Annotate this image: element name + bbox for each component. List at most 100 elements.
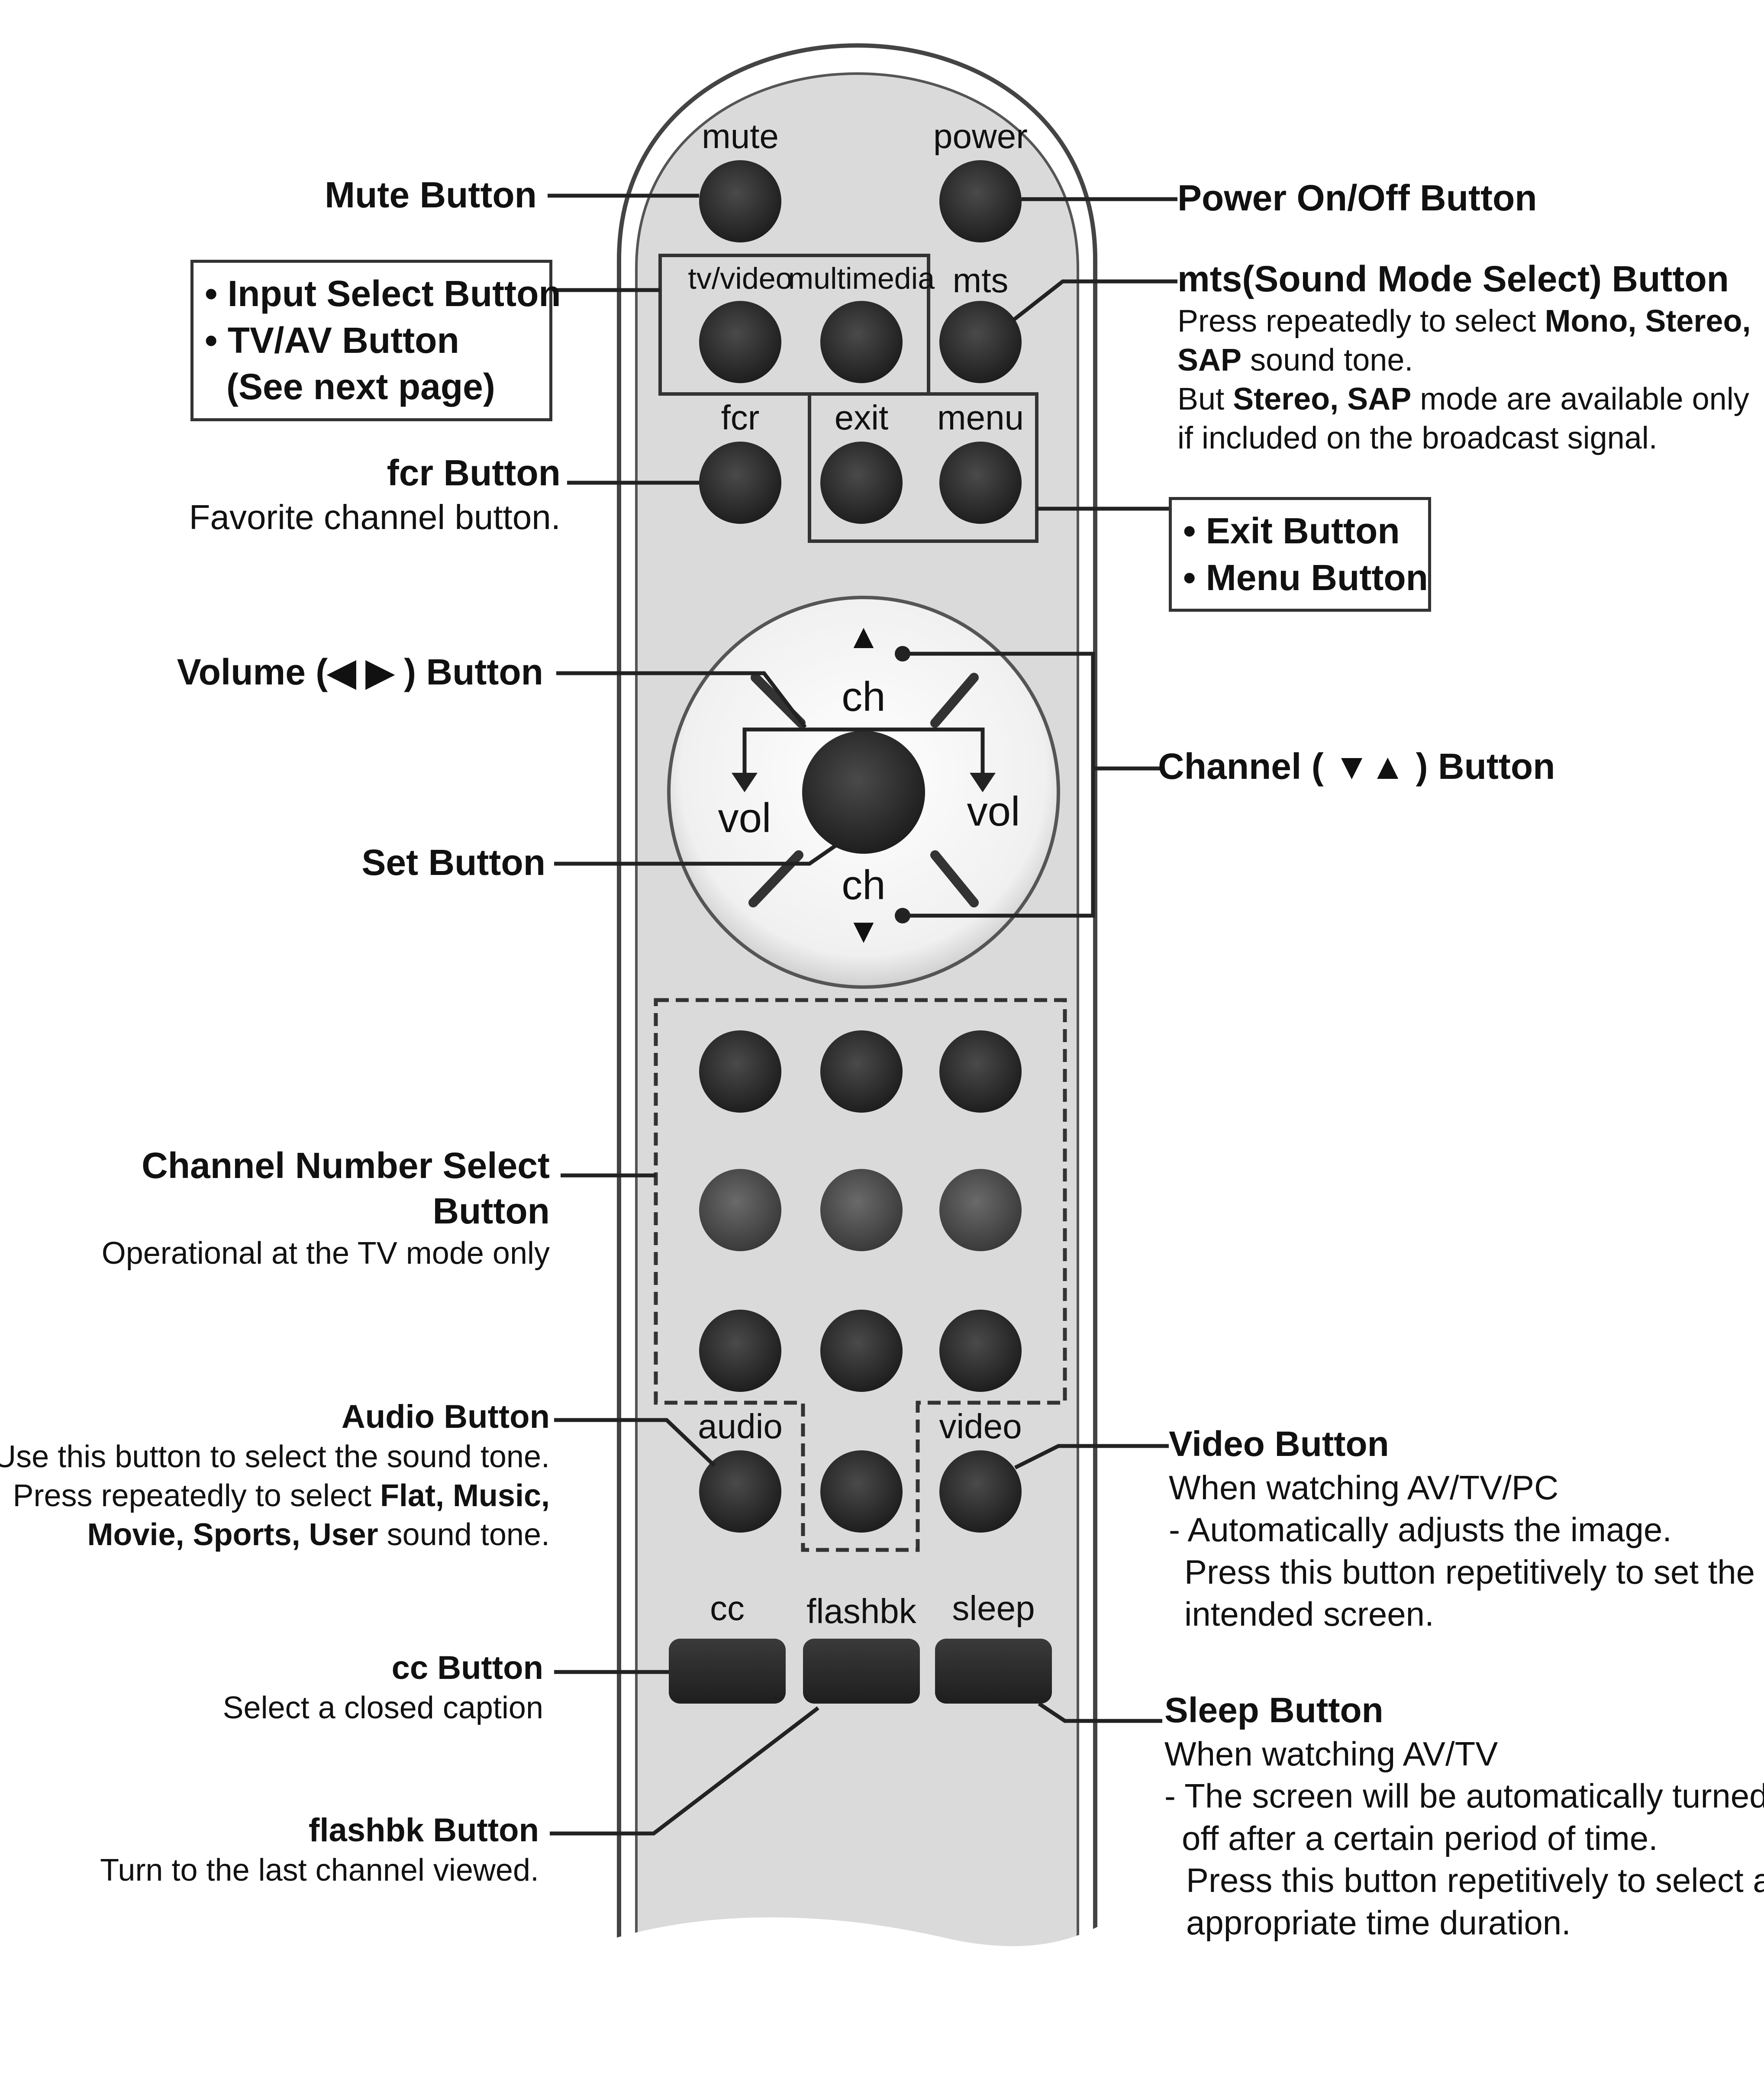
vol-left-label: vol xyxy=(718,795,771,841)
mts-callout-title: mts(Sound Mode Select) Button xyxy=(1177,258,1729,299)
number-button[interactable] xyxy=(820,1450,903,1533)
mts-callout: mts(Sound Mode Select) Button Press repe… xyxy=(1177,256,1751,458)
sleep-callout: Sleep Button When watching AV/TV - The s… xyxy=(1164,1688,1764,1944)
leader-lines xyxy=(548,194,1177,1836)
tv-video-button[interactable] xyxy=(699,301,781,383)
audio-line-3: Movie, Sports, User sound tone. xyxy=(87,1517,550,1552)
audio-callout: Audio Button Use this button to select t… xyxy=(0,1396,550,1554)
remote-body-outline xyxy=(617,43,1097,2098)
mute-key-label: mute xyxy=(702,117,779,155)
multimedia-key-label: multimedia xyxy=(788,261,935,295)
flashbk-callout: flashbk Button Turn to the last channel … xyxy=(100,1810,539,1890)
fcr-callout-desc: Favorite channel button. xyxy=(189,498,561,536)
number-button[interactable] xyxy=(699,1030,781,1113)
leader-set xyxy=(554,842,839,866)
set-button[interactable] xyxy=(802,731,925,854)
menu-key-label: menu xyxy=(937,398,1024,437)
sleep-button[interactable] xyxy=(935,1639,1052,1704)
fcr-button[interactable] xyxy=(699,442,781,524)
cc-key-label: cc xyxy=(710,1589,745,1627)
number-button[interactable] xyxy=(939,1169,1022,1251)
number-button[interactable] xyxy=(699,1310,781,1392)
video-button[interactable] xyxy=(939,1450,1022,1533)
sleep-line-1: When watching AV/TV xyxy=(1164,1734,1498,1773)
mts-line-3: But Stereo, SAP mode are available only xyxy=(1177,382,1749,416)
flashbk-button[interactable] xyxy=(803,1639,920,1704)
channel-number-desc: Operational at the TV mode only xyxy=(101,1236,550,1271)
multimedia-button[interactable] xyxy=(820,301,903,383)
mute-callout: Mute Button xyxy=(325,174,537,215)
video-line-2: - Automatically adjusts the image. xyxy=(1169,1511,1672,1549)
ch-up-dot xyxy=(895,646,910,662)
menu-callout-line: • Menu Button xyxy=(1183,557,1428,598)
fcr-callout: fcr Button Favorite channel button. xyxy=(189,450,561,539)
exit-button[interactable] xyxy=(820,442,903,524)
exit-menu-callout: • Exit Button • Menu Button xyxy=(1169,497,1431,612)
menu-button[interactable] xyxy=(939,442,1022,524)
exit-callout-line: • Exit Button xyxy=(1183,510,1400,551)
channel-number-title-1: Channel Number Select xyxy=(142,1145,550,1186)
fcr-key-label: fcr xyxy=(721,398,760,437)
channel-number-title-2: Button xyxy=(432,1191,550,1231)
flashbk-callout-desc: Turn to the last channel viewed. xyxy=(100,1853,539,1888)
number-button[interactable] xyxy=(820,1310,903,1392)
flashbk-callout-title: flashbk Button xyxy=(309,1812,539,1849)
power-key-label: power xyxy=(933,117,1028,155)
mts-button[interactable] xyxy=(939,301,1022,383)
sleep-line-4: Press this button repetitively to select… xyxy=(1186,1861,1764,1899)
cc-button[interactable] xyxy=(669,1639,786,1704)
video-key-label: video xyxy=(939,1407,1022,1446)
flashbk-key-label: flashbk xyxy=(806,1592,916,1630)
power-callout: Power On/Off Button xyxy=(1177,178,1537,218)
sleep-line-5: appropriate time duration. xyxy=(1186,1903,1571,1942)
number-button[interactable] xyxy=(939,1310,1022,1392)
leader-audio xyxy=(554,1418,716,1467)
sleep-line-3: off after a certain period of time. xyxy=(1182,1819,1658,1857)
ch-down-label: ch xyxy=(842,862,886,908)
ch-down-dot xyxy=(895,908,910,923)
vol-left-arrow[interactable] xyxy=(732,773,758,792)
video-callout: Video Button When watching AV/TV/PC - Au… xyxy=(1169,1422,1755,1636)
cc-callout-title: cc Button xyxy=(391,1649,543,1686)
mts-line-4: if included on the broadcast signal. xyxy=(1177,421,1658,455)
number-button[interactable] xyxy=(939,1030,1022,1113)
cc-callout: cc Button Select a closed caption xyxy=(223,1647,543,1727)
mts-line-2: SAP sound tone. xyxy=(1177,343,1413,378)
vol-right-arrow[interactable] xyxy=(970,773,996,792)
fcr-callout-title: fcr Button xyxy=(387,452,561,493)
audio-button[interactable] xyxy=(699,1450,781,1533)
number-button[interactable] xyxy=(699,1169,781,1251)
channel-callout: Channel ( ▼▲ ) Button xyxy=(1158,746,1555,787)
vol-bracket xyxy=(742,727,985,784)
ch-down-arrow[interactable]: ▼ xyxy=(846,911,881,950)
mute-button[interactable] xyxy=(699,160,781,242)
channel-number-callout: Channel Number Select Button Operational… xyxy=(102,1143,550,1273)
sleep-callout-title: Sleep Button xyxy=(1164,1691,1383,1730)
tv-video-key-label: tv/video xyxy=(688,261,793,295)
mts-line-1: Press repeatedly to select Mono, Stereo, xyxy=(1177,304,1751,339)
video-callout-title: Video Button xyxy=(1169,1424,1389,1464)
ch-up-arrow[interactable]: ▲ xyxy=(846,617,881,655)
number-button[interactable] xyxy=(820,1169,903,1251)
torn-edge xyxy=(563,1896,1143,2098)
video-line-3: Press this button repetitively to set th… xyxy=(1184,1553,1755,1591)
leader-sleep xyxy=(1038,1702,1162,1723)
dial-mark xyxy=(930,673,979,728)
ch-up-label: ch xyxy=(842,674,886,720)
number-button[interactable] xyxy=(820,1030,903,1113)
input-select-line: • Input Select Button xyxy=(205,273,561,314)
leader-video xyxy=(1014,1444,1169,1470)
leader-flashbk xyxy=(550,1706,819,1836)
vol-right-label: vol xyxy=(967,788,1020,835)
see-next-page-line: (See next page) xyxy=(226,366,495,407)
mts-key-label: mts xyxy=(952,261,1009,300)
number-keypad-box xyxy=(654,998,1067,1552)
audio-line-2: Press repeatedly to select Flat, Music, xyxy=(13,1478,550,1513)
video-line-1: When watching AV/TV/PC xyxy=(1169,1468,1559,1507)
power-button[interactable] xyxy=(939,160,1022,242)
video-line-4: intended screen. xyxy=(1184,1595,1434,1633)
exit-menu-group-box xyxy=(808,392,1038,543)
audio-line-1: Use this button to select the sound tone… xyxy=(0,1440,550,1474)
dial-mark xyxy=(751,673,806,728)
